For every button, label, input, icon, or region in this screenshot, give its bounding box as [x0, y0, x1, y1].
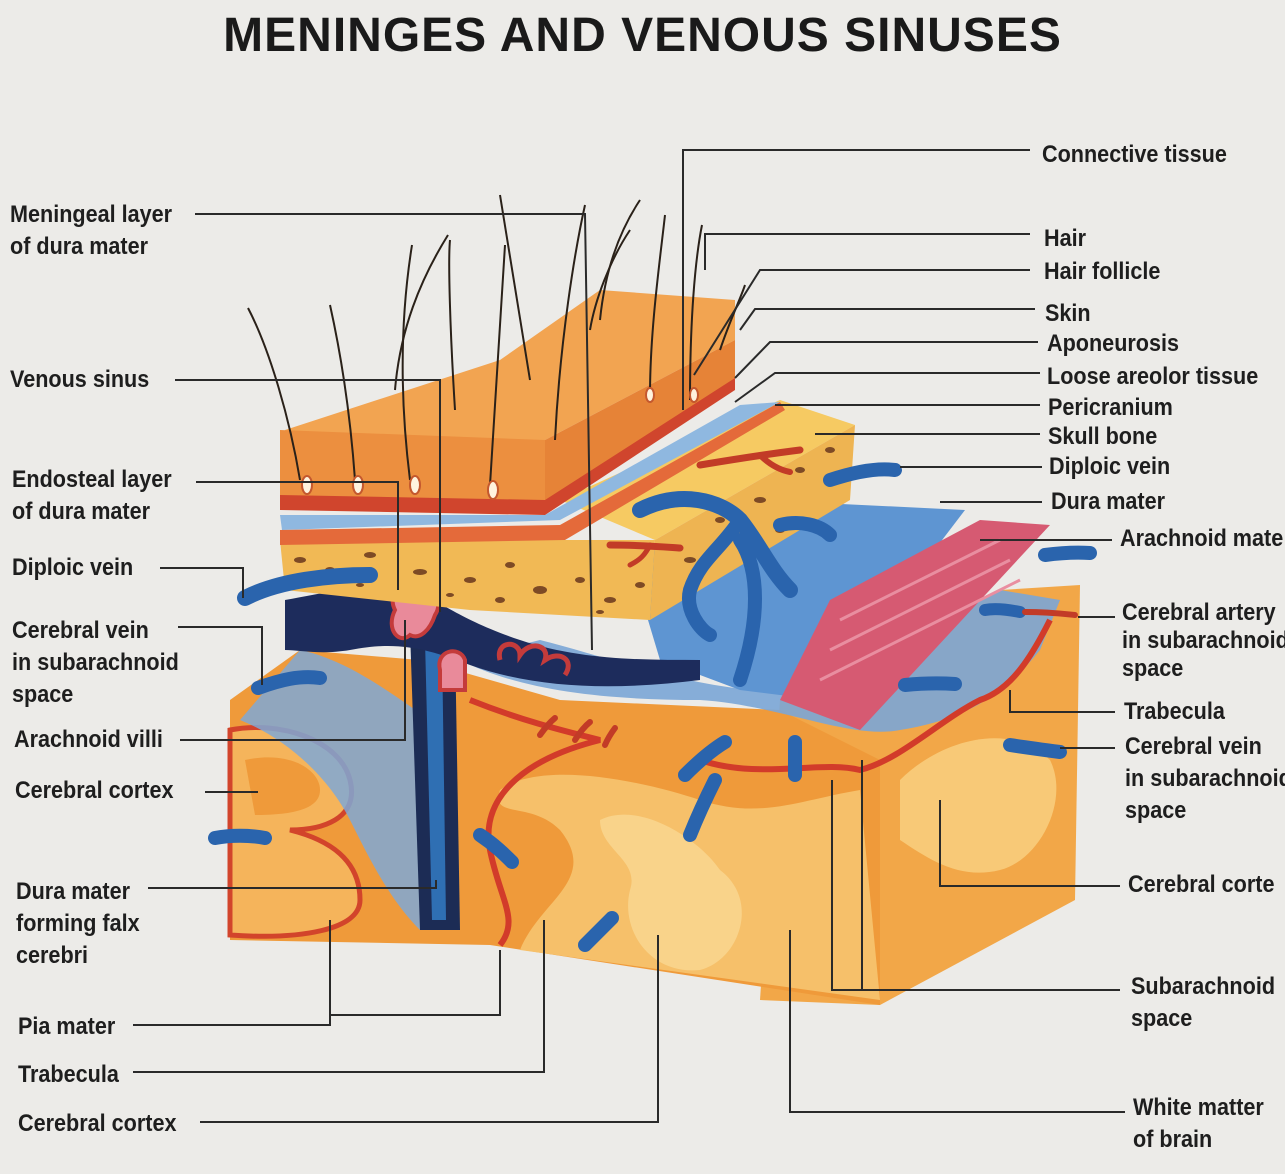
diagram-title: MENINGES AND VENOUS SINUSES: [223, 9, 1062, 62]
pia-mater-line: [468, 697, 601, 947]
leader-arachnoid-villi: [180, 620, 406, 741]
artery-small-1: [537, 715, 558, 738]
vein-right-1: [773, 516, 837, 542]
leader-loose-areolar: [734, 372, 1040, 403]
leader-subarachnoid: [831, 760, 1120, 991]
leader-lines: [133, 149, 1125, 1123]
vein-right-5: [979, 603, 1026, 618]
leader-endosteal: [196, 481, 399, 590]
label-diploic-vein-left: Diploic vein: [12, 554, 134, 581]
scalp-front-face: [280, 430, 545, 505]
label-cerebral-artery: Cerebral artery in subarachnoid space: [1122, 599, 1285, 682]
vein-lower-1: [473, 828, 519, 869]
vein-right-4: [1038, 545, 1097, 562]
skull-edge-red: [280, 402, 785, 545]
diploic-artery-4: [627, 542, 653, 568]
label-hair: Hair: [1044, 225, 1087, 252]
subarachnoid-web: [240, 650, 430, 930]
label-loose-areolar: Loose areolor tissue: [1047, 363, 1259, 390]
leader-aponeurosis: [734, 341, 1038, 379]
cerebral-vein-left-2: [208, 828, 272, 845]
label-hair-follicle: Hair follicle: [1044, 258, 1161, 285]
diploic-artery-2: [757, 452, 793, 475]
arachnoid-villi-2: [437, 649, 467, 692]
label-cerebral-cortex-bottom: Cerebral cortex: [18, 1110, 177, 1137]
vein-lower-4: [678, 735, 732, 782]
scalp-top-face: [285, 290, 735, 440]
label-endosteal-layer: Endosteal layer of dura mater: [12, 466, 172, 525]
vein-right-3: [1003, 738, 1067, 759]
cerebral-artery: [1022, 609, 1078, 618]
label-cerebral-vein-left: Cerebral vein in subarachnoid space: [12, 617, 179, 708]
label-diploic-vein-right: Diploic vein: [1049, 453, 1171, 480]
arachnoid-villi-3: [496, 641, 571, 677]
leader-venous-sinus: [175, 379, 441, 612]
label-arachnoid-villi: Arachnoid villi: [14, 726, 163, 753]
leader-hair-follicle: [693, 269, 1030, 376]
leader-hair: [704, 233, 1030, 270]
hair-strands: [247, 194, 746, 486]
pericranium-strip: [280, 402, 780, 530]
diploic-vein-right: [823, 462, 902, 487]
label-subarachnoid-space: Subarachnoid space: [1131, 973, 1276, 1032]
leader-meningeal-layer: [195, 213, 593, 651]
vessels: [208, 446, 1097, 952]
leader-cerebral-cortex-right: [939, 800, 1120, 887]
skull-top-face: [560, 400, 855, 540]
cerebral-vein-left: [251, 670, 327, 695]
label-meningeal-layer: Meningeal layer of dura mater: [10, 201, 173, 260]
diploic-vein-branch-2: [682, 513, 747, 642]
label-falx-cerebri: Dura mater forming falx cerebri: [16, 878, 140, 969]
hair-follicles: [301, 387, 699, 500]
label-pia-mater: Pia mater: [18, 1013, 116, 1040]
arachnoid-stripes: [819, 538, 1021, 682]
label-trabecula-right: Trabecula: [1124, 698, 1225, 725]
label-cerebral-cortex-right: Cerebral corte: [1128, 871, 1275, 898]
leader-skin: [739, 308, 1035, 331]
vein-lower-3: [683, 773, 722, 842]
diploic-vein-left: [237, 567, 378, 606]
label-cerebral-cortex-left: Cerebral cortex: [15, 777, 174, 804]
artery-small-2: [572, 719, 593, 743]
scalp-right-face: [545, 340, 735, 505]
leader-trabecula-bottom: [133, 920, 545, 1073]
leader-falx: [148, 880, 437, 889]
leader-pia-mater: [133, 920, 501, 1026]
label-venous-sinus: Venous sinus: [10, 366, 150, 393]
scalp-block: [247, 194, 746, 515]
diploic-artery-1: [696, 446, 804, 469]
label-white-matter: White matter of brain: [1133, 1094, 1264, 1153]
label-trabecula-bottom: Trabecula: [18, 1061, 119, 1088]
label-arachnoid-mater: Arachnoid mate: [1120, 525, 1284, 552]
white-matter-gyrus: [600, 814, 742, 971]
venous-sinus: [285, 585, 700, 687]
falx-cerebri-blue: [425, 640, 446, 920]
label-aponeurosis: Aponeurosis: [1047, 330, 1180, 357]
label-cerebral-vein-right: Cerebral vein in subarachnoid space: [1125, 733, 1285, 824]
leader-white-matter: [789, 930, 1125, 1113]
subarachnoid-web-top: [460, 590, 1060, 732]
artery-small-3: [602, 725, 618, 748]
leader-trabecula-right: [1009, 690, 1115, 713]
leader-cerebral-cortex-bottom: [200, 935, 659, 1123]
vein-right-2: [898, 676, 962, 692]
leader-cerebral-vein-left: [178, 626, 263, 685]
label-pericranium: Pericranium: [1048, 394, 1173, 421]
label-connective-tissue: Connective tissue: [1042, 141, 1227, 168]
label-skull-bone: Skull bone: [1048, 423, 1158, 450]
leader-diploic-vein-left: [160, 567, 244, 598]
left-gyrus-inner: [245, 757, 320, 815]
label-skin: Skin: [1045, 300, 1091, 327]
vein-lower-2: [578, 911, 619, 952]
aponeurosis-band: [280, 378, 735, 515]
diploic-artery-3: [606, 541, 684, 552]
dura-vein: [733, 533, 762, 687]
label-dura-mater: Dura mater: [1051, 488, 1166, 515]
leader-connective-tissue: [682, 149, 1030, 410]
pia-mater-line-right: [699, 618, 1053, 774]
